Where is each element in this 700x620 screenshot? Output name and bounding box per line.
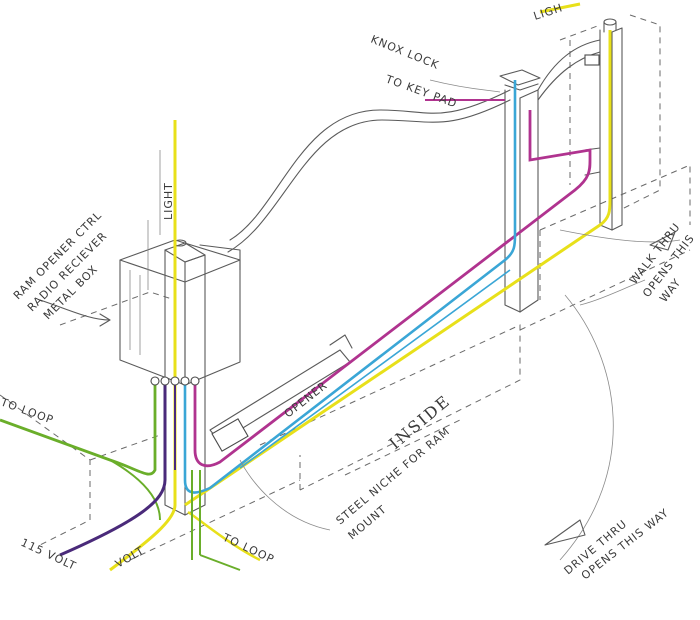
gate-arch — [227, 89, 511, 253]
label-knox-lock: KNOX LOCK — [369, 33, 441, 72]
swing-arcs — [544, 229, 681, 561]
right-post — [499, 39, 601, 313]
conduit-cyan — [183, 80, 517, 494]
light-pole — [147, 150, 161, 290]
far-right-post — [584, 18, 623, 231]
conduit-magenta — [193, 99, 592, 468]
label-keypad: TO KEY PAD — [383, 72, 459, 110]
label-volt: VOLT — [113, 544, 147, 571]
conduit-stubs — [150, 376, 200, 386]
leader-lines — [39, 79, 646, 531]
labels: RAM OPENER CTRL RADIO RECIEVER METAL BOX… — [0, 1, 697, 582]
control-box — [119, 239, 241, 386]
label-loop-bottom: TO LOOP — [220, 531, 277, 567]
label-light-left: LIGHT — [162, 182, 175, 220]
label-115-volt: 115 VOLT — [19, 536, 79, 573]
conduit-purple — [59, 385, 176, 557]
label-light-right: LIGH — [532, 1, 565, 23]
ground-outline — [0, 14, 691, 561]
conduit-green — [0, 385, 241, 571]
